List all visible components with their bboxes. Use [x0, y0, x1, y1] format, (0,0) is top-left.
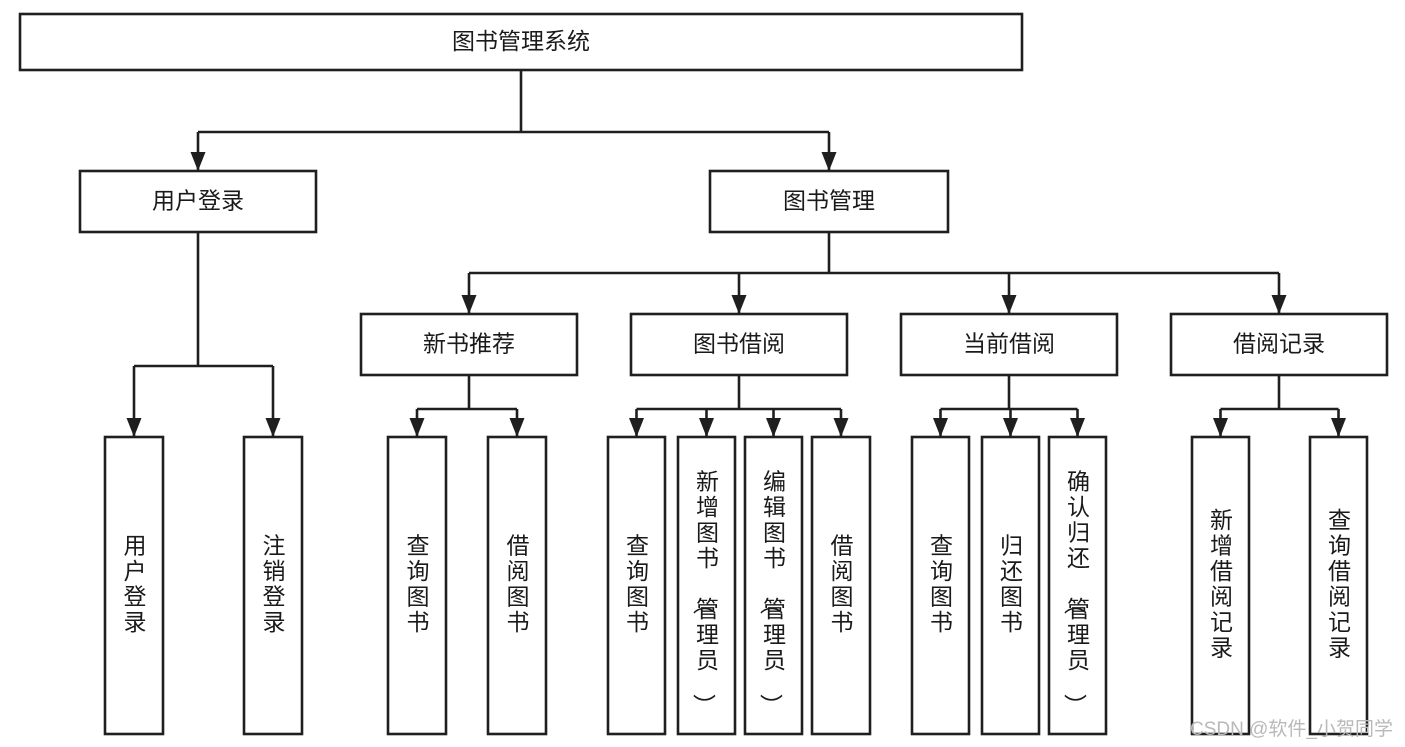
node-box-leaf-add-book-admin: [676, 435, 737, 736]
arrow-head-icon: [1331, 418, 1346, 437]
node-label-borrow-record: 借阅记录: [1233, 331, 1325, 357]
node-label-book-borrow: 图书借阅: [693, 331, 785, 357]
arrow-head-icon: [509, 418, 525, 437]
node-box-leaf-edit-book-admin: [743, 435, 804, 736]
node-label-leaf-query-book-2: 查询图书: [626, 532, 649, 635]
diagram-node-leaf-user-login[interactable]: 用户登录: [103, 435, 165, 736]
node-box-new-book-recommend: [359, 312, 579, 377]
arrow-head-icon: [190, 152, 206, 171]
arrow-head-icon: [933, 418, 948, 437]
node-box-leaf-borrow-book-2: [810, 435, 872, 736]
node-box-current-borrow: [899, 312, 1119, 377]
node-box-borrow-record: [1169, 312, 1389, 377]
node-label-user-login: 用户登录: [152, 188, 244, 214]
diagram-node-leaf-edit-book-admin[interactable]: 编辑图书（管理员）: [743, 435, 804, 736]
diagram-node-leaf-logout[interactable]: 注销登录: [242, 435, 304, 736]
arrow-head-icon: [1271, 295, 1287, 314]
arrow-head-icon: [1070, 418, 1085, 437]
diagram-node-leaf-query-book-1[interactable]: 查询图书: [386, 435, 448, 736]
node-box-book-borrow: [629, 312, 849, 377]
arrow-head-icon: [699, 418, 714, 437]
node-box-leaf-query-book-3: [910, 435, 971, 736]
diagram-node-leaf-borrow-book-2[interactable]: 借阅图书: [810, 435, 872, 736]
arrow-head-icon: [409, 418, 425, 437]
arrow-head-icon: [265, 418, 281, 437]
node-label-leaf-user-login: 用户登录: [124, 532, 147, 635]
node-box-leaf-add-borrow-record: [1190, 435, 1251, 736]
arrow-head-icon: [731, 295, 747, 314]
node-label-leaf-query-borrow-record: 查询借阅记录: [1328, 507, 1351, 661]
arrow-head-icon: [1003, 418, 1018, 437]
node-box-leaf-query-book-1: [386, 435, 448, 736]
node-box-leaf-user-login: [103, 435, 165, 736]
node-label-leaf-query-book-3: 查询图书: [930, 532, 953, 635]
connector-edges: [126, 70, 1346, 437]
node-label-current-borrow: 当前借阅: [963, 331, 1055, 357]
node-label-book-manage: 图书管理: [783, 188, 875, 214]
arrow-head-icon: [833, 418, 849, 437]
node-label-leaf-edit-book-admin: 编辑图书（管理员）: [758, 469, 786, 717]
node-box-leaf-query-book-2: [606, 435, 667, 736]
node-label-leaf-confirm-return-admin: 确认归还（管理员）: [1062, 469, 1090, 717]
diagram-node-leaf-query-book-2[interactable]: 查询图书: [606, 435, 667, 736]
diagram-node-book-manage[interactable]: 图书管理: [708, 169, 950, 234]
arrow-head-icon: [629, 418, 644, 437]
arrow-head-icon: [766, 418, 781, 437]
node-label-leaf-logout: 注销登录: [263, 532, 286, 635]
diagram-node-leaf-query-book-3[interactable]: 查询图书: [910, 435, 971, 736]
node-label-new-book-recommend: 新书推荐: [423, 331, 515, 357]
diagram-node-leaf-add-borrow-record[interactable]: 新增借阅记录: [1190, 435, 1251, 736]
diagram-node-leaf-confirm-return-admin[interactable]: 确认归还（管理员）: [1047, 435, 1108, 736]
node-label-leaf-borrow-book-2: 借阅图书: [831, 532, 854, 635]
arrow-head-icon: [461, 295, 477, 314]
diagram-node-user-login[interactable]: 用户登录: [78, 169, 318, 234]
arrow-head-icon: [821, 152, 837, 171]
node-label-root: 图书管理系统: [452, 28, 590, 54]
arrow-head-icon: [1213, 418, 1228, 437]
diagram-nodes: 图书管理系统用户登录图书管理新书推荐图书借阅当前借阅借阅记录用户登录注销登录查询…: [18, 12, 1389, 736]
diagram-node-leaf-borrow-book-1[interactable]: 借阅图书: [486, 435, 548, 736]
diagram-node-leaf-return-book[interactable]: 归还图书: [980, 435, 1041, 736]
diagram-node-current-borrow[interactable]: 当前借阅: [899, 312, 1119, 377]
diagram-node-leaf-add-book-admin[interactable]: 新增图书（管理员）: [676, 435, 737, 736]
diagram-node-leaf-query-borrow-record[interactable]: 查询借阅记录: [1308, 435, 1369, 736]
node-box-user-login: [78, 169, 318, 234]
node-box-leaf-query-borrow-record: [1308, 435, 1369, 736]
diagram-node-root[interactable]: 图书管理系统: [18, 12, 1024, 72]
arrow-head-icon: [126, 418, 142, 437]
node-label-leaf-add-book-admin: 新增图书（管理员）: [691, 469, 719, 717]
node-box-root: [18, 12, 1024, 72]
node-box-leaf-confirm-return-admin: [1047, 435, 1108, 736]
diagram-node-book-borrow[interactable]: 图书借阅: [629, 312, 849, 377]
diagram-node-borrow-record[interactable]: 借阅记录: [1169, 312, 1389, 377]
node-box-leaf-borrow-book-1: [486, 435, 548, 736]
node-label-leaf-return-book: 归还图书: [1000, 532, 1023, 635]
node-label-leaf-add-borrow-record: 新增借阅记录: [1210, 507, 1233, 661]
node-box-leaf-return-book: [980, 435, 1041, 736]
node-label-leaf-borrow-book-1: 借阅图书: [507, 532, 530, 635]
diagram-node-new-book-recommend[interactable]: 新书推荐: [359, 312, 579, 377]
node-label-leaf-query-book-1: 查询图书: [407, 532, 430, 635]
node-box-leaf-logout: [242, 435, 304, 736]
node-box-book-manage: [708, 169, 950, 234]
arrow-head-icon: [1001, 295, 1017, 314]
